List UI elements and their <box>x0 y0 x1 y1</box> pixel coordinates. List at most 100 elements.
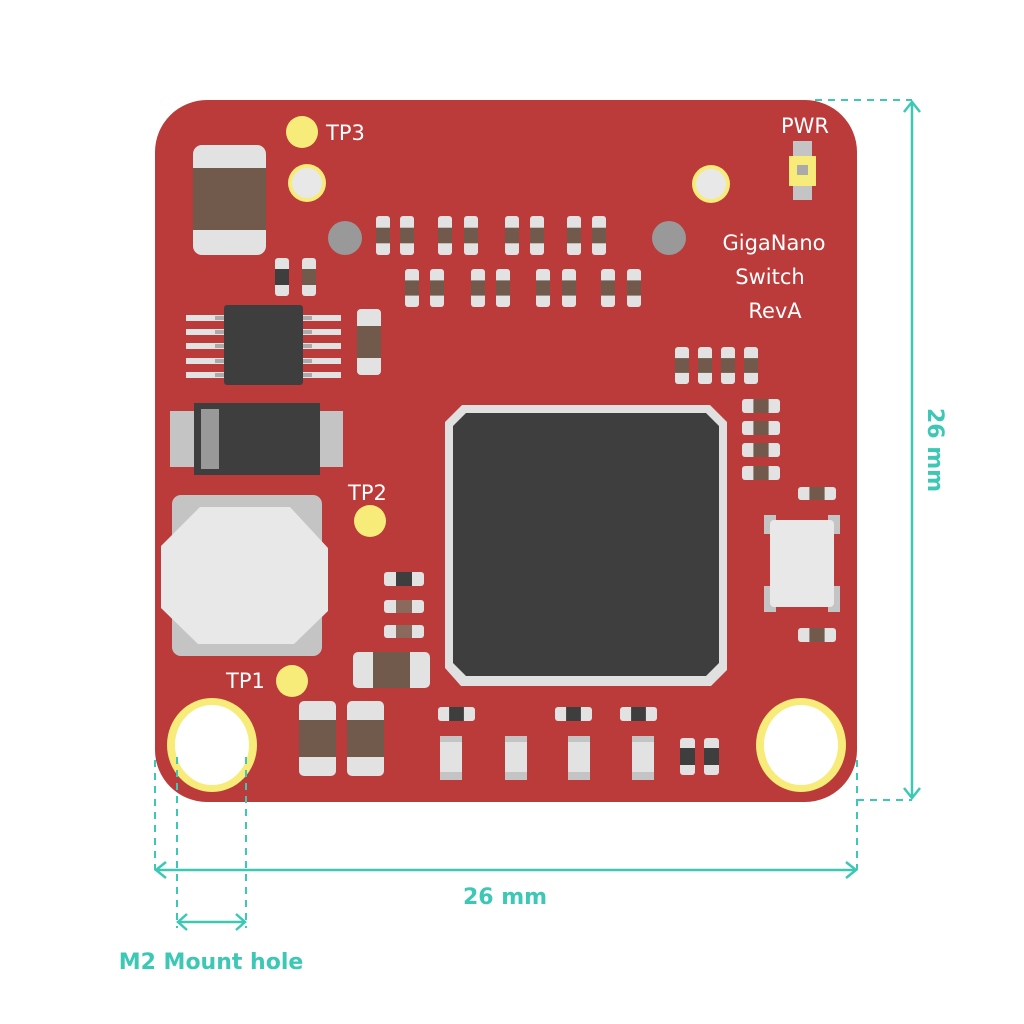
small-diode <box>275 258 289 296</box>
height-label: 26 mm <box>922 408 947 492</box>
resistor-body <box>698 358 712 373</box>
ic-pin <box>303 330 312 334</box>
ic-pin <box>215 330 224 334</box>
tp3-label: TP3 <box>325 121 365 145</box>
crystal-oscillator <box>764 515 840 612</box>
mount-hole-right <box>756 698 846 792</box>
via-ring <box>288 164 326 202</box>
resistor-body <box>400 227 414 244</box>
resistor-body <box>631 707 646 721</box>
board-name-line-2: Switch <box>735 265 804 289</box>
test-point-tp1 <box>276 665 308 697</box>
resistor-row-second <box>405 269 641 307</box>
ic-msop <box>186 305 341 385</box>
mount-hole-dimension <box>176 757 247 931</box>
capacitor-end <box>440 736 462 742</box>
resistor-body <box>592 227 606 244</box>
resistor-body <box>396 572 412 586</box>
resistor-body <box>471 280 485 296</box>
resistor-body <box>496 280 510 296</box>
ic-pin <box>303 359 312 363</box>
ic-pin <box>301 358 341 364</box>
capacitor-end <box>632 736 654 742</box>
ic-pin <box>215 359 224 363</box>
resistor-body <box>567 227 581 244</box>
ic-pin <box>186 358 226 364</box>
bottom-components <box>438 707 719 780</box>
small-resistor <box>302 258 316 296</box>
resistor-body <box>601 280 615 296</box>
inductor <box>161 495 328 656</box>
resistor-body <box>396 625 412 638</box>
ic-pin <box>301 329 341 335</box>
resistor-body <box>566 707 581 721</box>
resistor-body <box>809 487 825 500</box>
resistor-body <box>464 227 478 244</box>
capacitor <box>568 736 590 780</box>
capacitor-end <box>505 736 527 742</box>
power-led <box>789 141 816 200</box>
resistor-body <box>627 280 641 296</box>
via-ring <box>692 165 730 203</box>
width-dimension <box>153 760 859 879</box>
ic-pin <box>215 373 224 377</box>
ic-pin <box>215 344 224 348</box>
power-diode <box>170 403 343 475</box>
resistor-body <box>744 358 758 373</box>
ic-pin <box>186 372 226 378</box>
ic-pin <box>301 372 341 378</box>
capacitor-end <box>632 772 654 780</box>
tp2-label: TP2 <box>347 481 387 505</box>
bulk-capacitor <box>193 145 266 255</box>
height-dimension <box>815 99 921 801</box>
ic-pin <box>303 316 312 320</box>
test-point-tp3 <box>286 116 318 148</box>
tp1-label: TP1 <box>225 669 265 693</box>
capacitor <box>440 736 462 780</box>
pwr-label: PWR <box>781 114 829 138</box>
ic-pin <box>303 344 312 348</box>
fiducial <box>328 221 362 255</box>
resistor-body <box>505 227 519 244</box>
resistor-body <box>430 280 444 296</box>
capacitor <box>505 736 527 780</box>
resistor-body <box>396 600 412 613</box>
ic-body <box>224 305 303 385</box>
mount-hole-left <box>167 698 257 792</box>
mount-hole-label: M2 Mount hole <box>119 950 304 975</box>
resistor-body <box>809 628 825 642</box>
capacitor <box>347 701 384 776</box>
ic-pin <box>301 343 341 349</box>
resistor-body <box>536 280 550 296</box>
resistor-body <box>753 466 769 480</box>
resistor-body <box>376 227 390 244</box>
diode-body <box>680 748 695 765</box>
ic-pin <box>186 343 226 349</box>
main-chip <box>445 405 727 686</box>
resistor-body <box>753 399 769 413</box>
capacitor-horizontal <box>353 652 430 688</box>
resistor-body <box>753 421 769 435</box>
width-label: 26 mm <box>463 885 547 910</box>
capacitor-end <box>440 772 462 780</box>
board-name-line-1: GigaNano <box>722 231 825 255</box>
ic-pin <box>303 373 312 377</box>
capacitor <box>299 701 336 776</box>
resistor-body <box>721 358 735 373</box>
capacitor-end <box>568 772 590 780</box>
capacitor-end <box>568 736 590 742</box>
resistor-body <box>562 280 576 296</box>
resistor-body <box>405 280 419 296</box>
horizontal-resistors <box>384 399 836 642</box>
board-name-line-3: RevA <box>748 299 802 323</box>
resistor-row-right <box>675 347 758 384</box>
capacitor-end <box>505 772 527 780</box>
ic-pin <box>186 315 226 321</box>
ic-pin <box>301 315 341 321</box>
capacitor <box>632 736 654 780</box>
resistor-body <box>530 227 544 244</box>
resistor-body <box>438 227 452 244</box>
ic-pin <box>215 316 224 320</box>
resistor-body <box>753 443 769 457</box>
